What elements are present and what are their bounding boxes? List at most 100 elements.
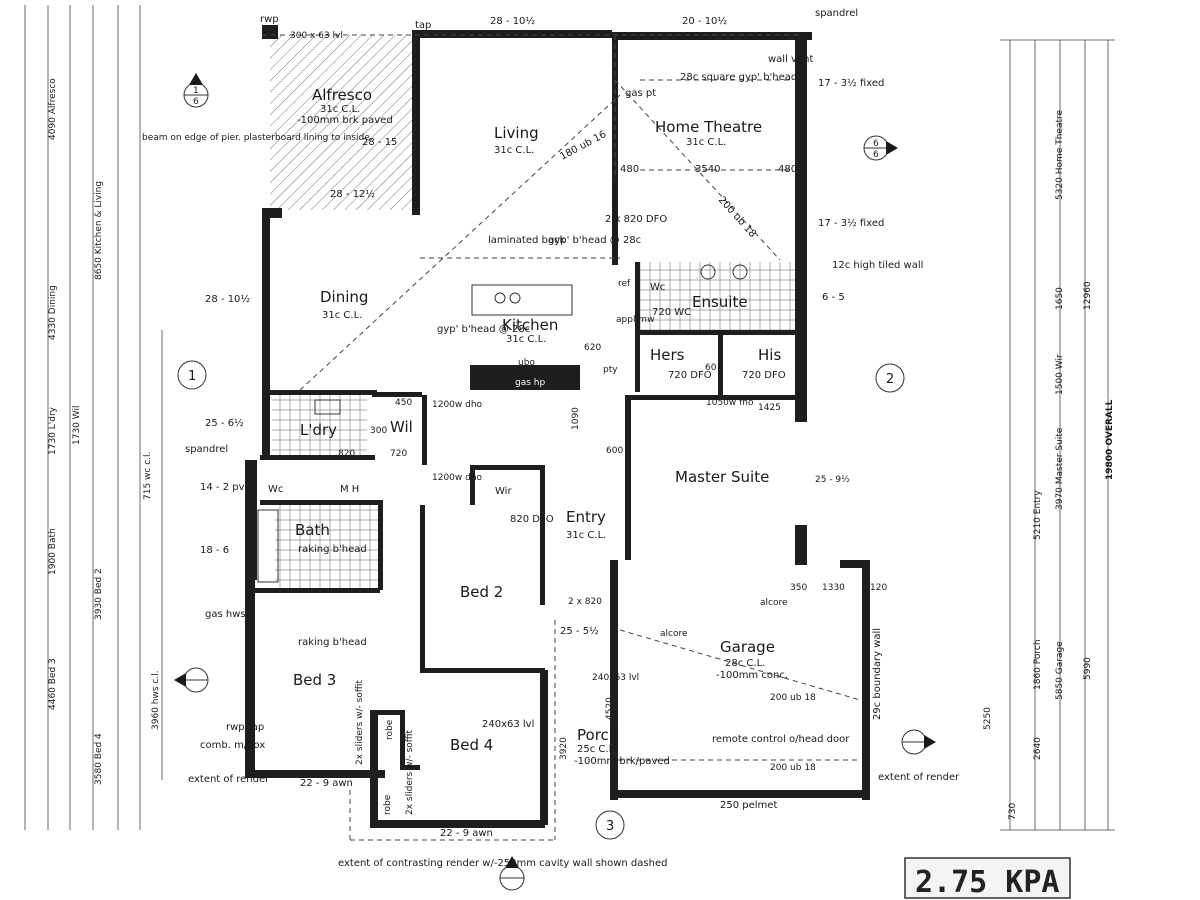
awning-1: 22 - 9 awn — [300, 778, 353, 789]
laundry-tiles — [272, 395, 367, 455]
misc-dimensions: 820 720 300 450 1200w dho 1200w dho 1090… — [338, 279, 887, 773]
right-dim-730: 730 — [1008, 803, 1018, 820]
kitchen-label: Kitchen — [502, 316, 558, 334]
dining-ceiling: 31c C.L. — [322, 310, 362, 321]
contrasting-render-note: extent of contrasting render w/-250mm ca… — [338, 858, 667, 869]
garage-label: Garage — [720, 638, 775, 656]
entry-ceiling: 31c C.L. — [566, 530, 606, 541]
home-theatre-w3: 480 — [778, 164, 797, 175]
fixed-window-1: 17 - 3½ fixed — [818, 77, 884, 89]
right-dimension-strings: 5320 Home Theatre 1650 1500 Wir 3970 Mas… — [983, 39, 1115, 831]
svg-text:1: 1 — [193, 86, 199, 96]
manhole-label: M H — [340, 484, 359, 495]
alfresco-beam: 300 x 63 lvl — [290, 31, 343, 41]
left-dim-bath: 1900 Bath — [48, 528, 58, 575]
svg-text:450: 450 — [395, 398, 412, 408]
right-dim-garage: 5850 Garage — [1055, 641, 1065, 700]
ensuite-tiles — [640, 262, 798, 332]
wc-width-dim: 14 - 2 pv — [200, 482, 245, 493]
left-dim-bed2: 3930 Bed 2 — [94, 568, 104, 620]
wir-label: Wir — [495, 486, 512, 497]
left-dim-kitchen-living: 8650 Kitchen & Living — [94, 181, 104, 280]
wc-label: Wc — [268, 484, 283, 495]
svg-text:1425: 1425 — [758, 403, 781, 413]
svg-text:6: 6 — [873, 139, 879, 149]
garage-boundary: 29c boundary wall — [872, 628, 883, 720]
bath-label: Bath — [295, 521, 330, 539]
left-annotations: beam on edge of pier. plasterboard linin… — [142, 133, 373, 785]
master-suite-label: Master Suite — [675, 468, 769, 486]
svg-text:820: 820 — [338, 449, 355, 459]
svg-text:3920: 3920 — [559, 737, 569, 760]
dfo-2x820: 2 x 820 DFO — [605, 214, 667, 225]
bathtub — [257, 509, 279, 583]
left-dim-alfresco: 4090 Alfresco — [48, 78, 58, 140]
svg-text:25 - 9½: 25 - 9½ — [815, 475, 850, 485]
bed3-note: raking b'head — [298, 637, 367, 648]
svg-text:200 ub 18: 200 ub 18 — [770, 763, 816, 773]
garage-finish: -100mm conc. — [716, 670, 788, 681]
top-dim-1: 28 - 10½ — [490, 15, 535, 27]
bath-tiles — [275, 505, 380, 590]
kitchen-note1: laminated back — [488, 235, 565, 246]
right-dim-2640: 2640 — [1033, 737, 1043, 760]
wall-vent: wall vent — [768, 54, 813, 65]
svg-text:4520: 4520 — [605, 697, 615, 720]
svg-text:1200w dho: 1200w dho — [432, 473, 483, 483]
beam-180ub: 180 ub 16 — [558, 129, 608, 163]
tap-top: tap — [415, 20, 431, 31]
bed3-label: Bed 3 — [293, 671, 336, 689]
living-label: Living — [494, 124, 539, 142]
svg-text:ubo: ubo — [518, 358, 535, 368]
wil-label: Wil — [390, 418, 413, 436]
bed4-beam: 240x63 lvl — [482, 719, 534, 730]
grid-marker-3: 3 — [606, 819, 614, 834]
home-theatre-label: Home Theatre — [655, 118, 762, 136]
fixed-window-2: 17 - 3½ fixed — [818, 217, 884, 229]
svg-text:6: 6 — [873, 150, 879, 160]
bed2-label: Bed 2 — [460, 583, 503, 601]
garage-ceiling: 28c C.L. — [725, 658, 765, 669]
left-dim-ldry: 1730 L'dry — [48, 406, 58, 455]
alfresco-finish: -100mm brk paved — [297, 115, 393, 126]
bath-note: raking b'head — [298, 544, 367, 555]
bath-width-dim: 18 - 6 — [200, 545, 229, 556]
left-dimension-strings: 4090 Alfresco 8650 Kitchen & Living 4330… — [24, 5, 163, 830]
top-dim-2: 20 - 10½ — [682, 15, 727, 27]
kitchen-island — [471, 284, 573, 316]
beam-note: beam on edge of pier. plasterboard linin… — [142, 133, 373, 143]
dim-6-5: 6 - 5 — [822, 292, 845, 303]
svg-text:120: 120 — [870, 583, 887, 593]
alfresco-paving — [270, 35, 412, 210]
svg-text:alcore: alcore — [760, 598, 788, 608]
wc-ensuite-label: Wc — [650, 282, 665, 293]
sliders-2: 2x sliders w/- soffit — [405, 729, 415, 815]
wir-dim: 820 DFO — [510, 514, 554, 525]
wind-rating-stamp: 2.75 KPA — [915, 865, 1060, 900]
wind-rating-stamp-box — [904, 857, 1071, 899]
svg-text:2 x 820: 2 x 820 — [568, 597, 602, 607]
spandrel-top: spandrel — [815, 8, 858, 19]
overall-dimension: 19800 OVERALL — [1105, 399, 1115, 480]
svg-text:alcore: alcore — [660, 629, 688, 639]
svg-text:240x63 lvl: 240x63 lvl — [592, 673, 639, 683]
home-theatre-note: 28c square gyp' b'head — [680, 72, 797, 83]
right-dim-1650: 1650 — [1055, 287, 1065, 310]
left-dim-wil: 1730 Wil — [72, 406, 82, 445]
alfresco-label: Alfresco — [312, 86, 372, 104]
grid-marker-2: 2 — [886, 372, 894, 387]
room-labels: Alfresco 31c C.L. -100mm brk paved 28 - … — [268, 31, 883, 811]
right-dim-porch: 1860 Porch — [1033, 639, 1043, 690]
left-dim-wc-cl: 715 wc c.l. — [143, 452, 153, 500]
robe-2: robe — [383, 794, 393, 815]
dining-width-dim: 28 - 10½ — [205, 293, 250, 305]
right-dim-12960: 12960 — [1083, 281, 1093, 310]
beam-200ub: 200 ub 18 — [716, 195, 758, 240]
porch-dim: 25 - 5½ — [560, 625, 599, 637]
porch-label: Porch — [577, 726, 618, 744]
hers-dim: 720 DFO — [668, 370, 712, 381]
right-dim-5250: 5250 — [983, 707, 993, 730]
rwp-top: rwp — [260, 14, 279, 25]
spandrel-left: spandrel — [185, 444, 228, 455]
